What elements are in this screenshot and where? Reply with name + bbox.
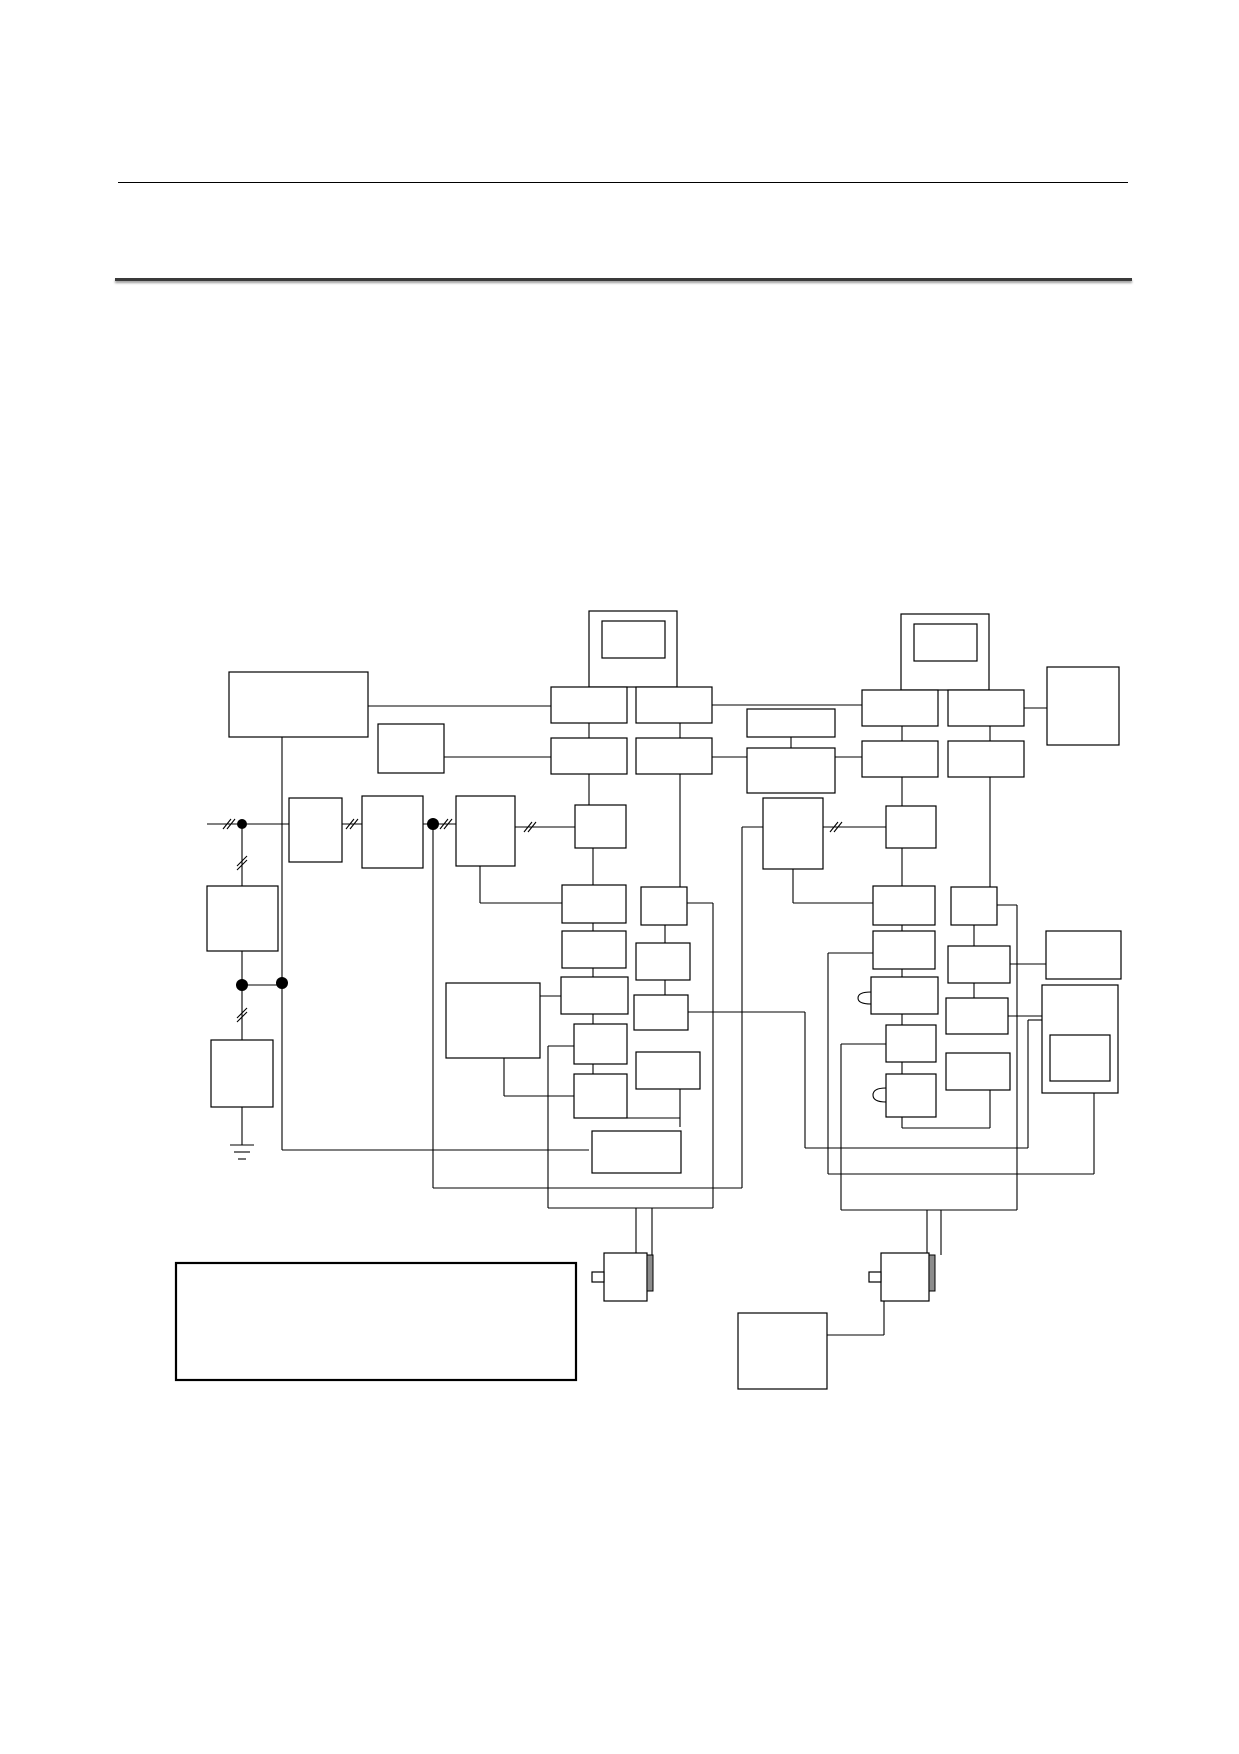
- left-chain-b1: [640, 886, 688, 926]
- small-left-box: [377, 723, 445, 774]
- right-module-a1: [861, 689, 939, 727]
- left-chain-b3: [633, 994, 689, 1031]
- right-side-box: [1045, 930, 1122, 980]
- converter-2: [361, 795, 424, 869]
- upper-left-panel: [228, 671, 369, 738]
- legend-box: [174, 1261, 578, 1382]
- left-chain-a3: [561, 930, 627, 969]
- left-motor-body: [603, 1252, 648, 1302]
- upper-right-box: [1046, 666, 1120, 746]
- left-motor-flange: [646, 1254, 654, 1292]
- right-module-b2: [947, 740, 1025, 778]
- converter-1: [288, 797, 343, 863]
- left-chain-b4: [635, 1051, 701, 1090]
- right-chain-b4: [945, 1052, 1011, 1091]
- converter-3: [455, 795, 516, 867]
- right-chain-a2: [872, 930, 936, 970]
- left-chain-a5: [573, 1023, 628, 1065]
- header-rule: [118, 182, 1128, 183]
- right-motor-shaft: [868, 1271, 882, 1283]
- left-chain-a2: [561, 884, 627, 924]
- left-chain-b2: [635, 942, 691, 981]
- right-monitor-screen: [913, 623, 978, 662]
- right-chain-a4: [885, 1024, 937, 1063]
- left-module-b2: [635, 737, 713, 775]
- left-module-a1: [550, 686, 628, 724]
- right-module-a2: [861, 740, 939, 778]
- center-mid-box: [746, 747, 836, 794]
- right-chain-b3: [945, 997, 1009, 1035]
- control-box-left: [445, 982, 541, 1059]
- right-chain-a3: [870, 976, 939, 1015]
- right-chain-b1: [950, 886, 998, 926]
- right-module-b1: [947, 689, 1025, 727]
- right-chain-a1: [872, 885, 936, 926]
- left-module-a2: [550, 737, 628, 775]
- right-panel-inner: [1049, 1034, 1111, 1082]
- left-motor-shaft: [591, 1271, 605, 1283]
- left-chain-a4: [560, 976, 629, 1015]
- right-converter: [762, 797, 824, 870]
- center-top-box: [746, 708, 836, 738]
- right-chain-a5: [885, 1073, 937, 1118]
- grid-meter-box: [206, 885, 279, 952]
- right-coil-1: [857, 991, 872, 1005]
- header-double-rule: [115, 278, 1132, 281]
- right-motor-body: [880, 1252, 930, 1302]
- earth-box: [210, 1039, 274, 1108]
- right-motor-flange: [928, 1254, 936, 1292]
- left-module-b1: [635, 686, 713, 724]
- left-chain-a6: [573, 1073, 628, 1119]
- bottom-right-box: [737, 1312, 828, 1390]
- right-chain-a0: [885, 805, 937, 849]
- left-monitor-screen: [601, 620, 666, 659]
- left-chain-a1: [574, 804, 627, 849]
- bottom-center-box: [591, 1130, 682, 1174]
- right-coil-2: [872, 1087, 887, 1103]
- right-chain-b2: [947, 945, 1011, 984]
